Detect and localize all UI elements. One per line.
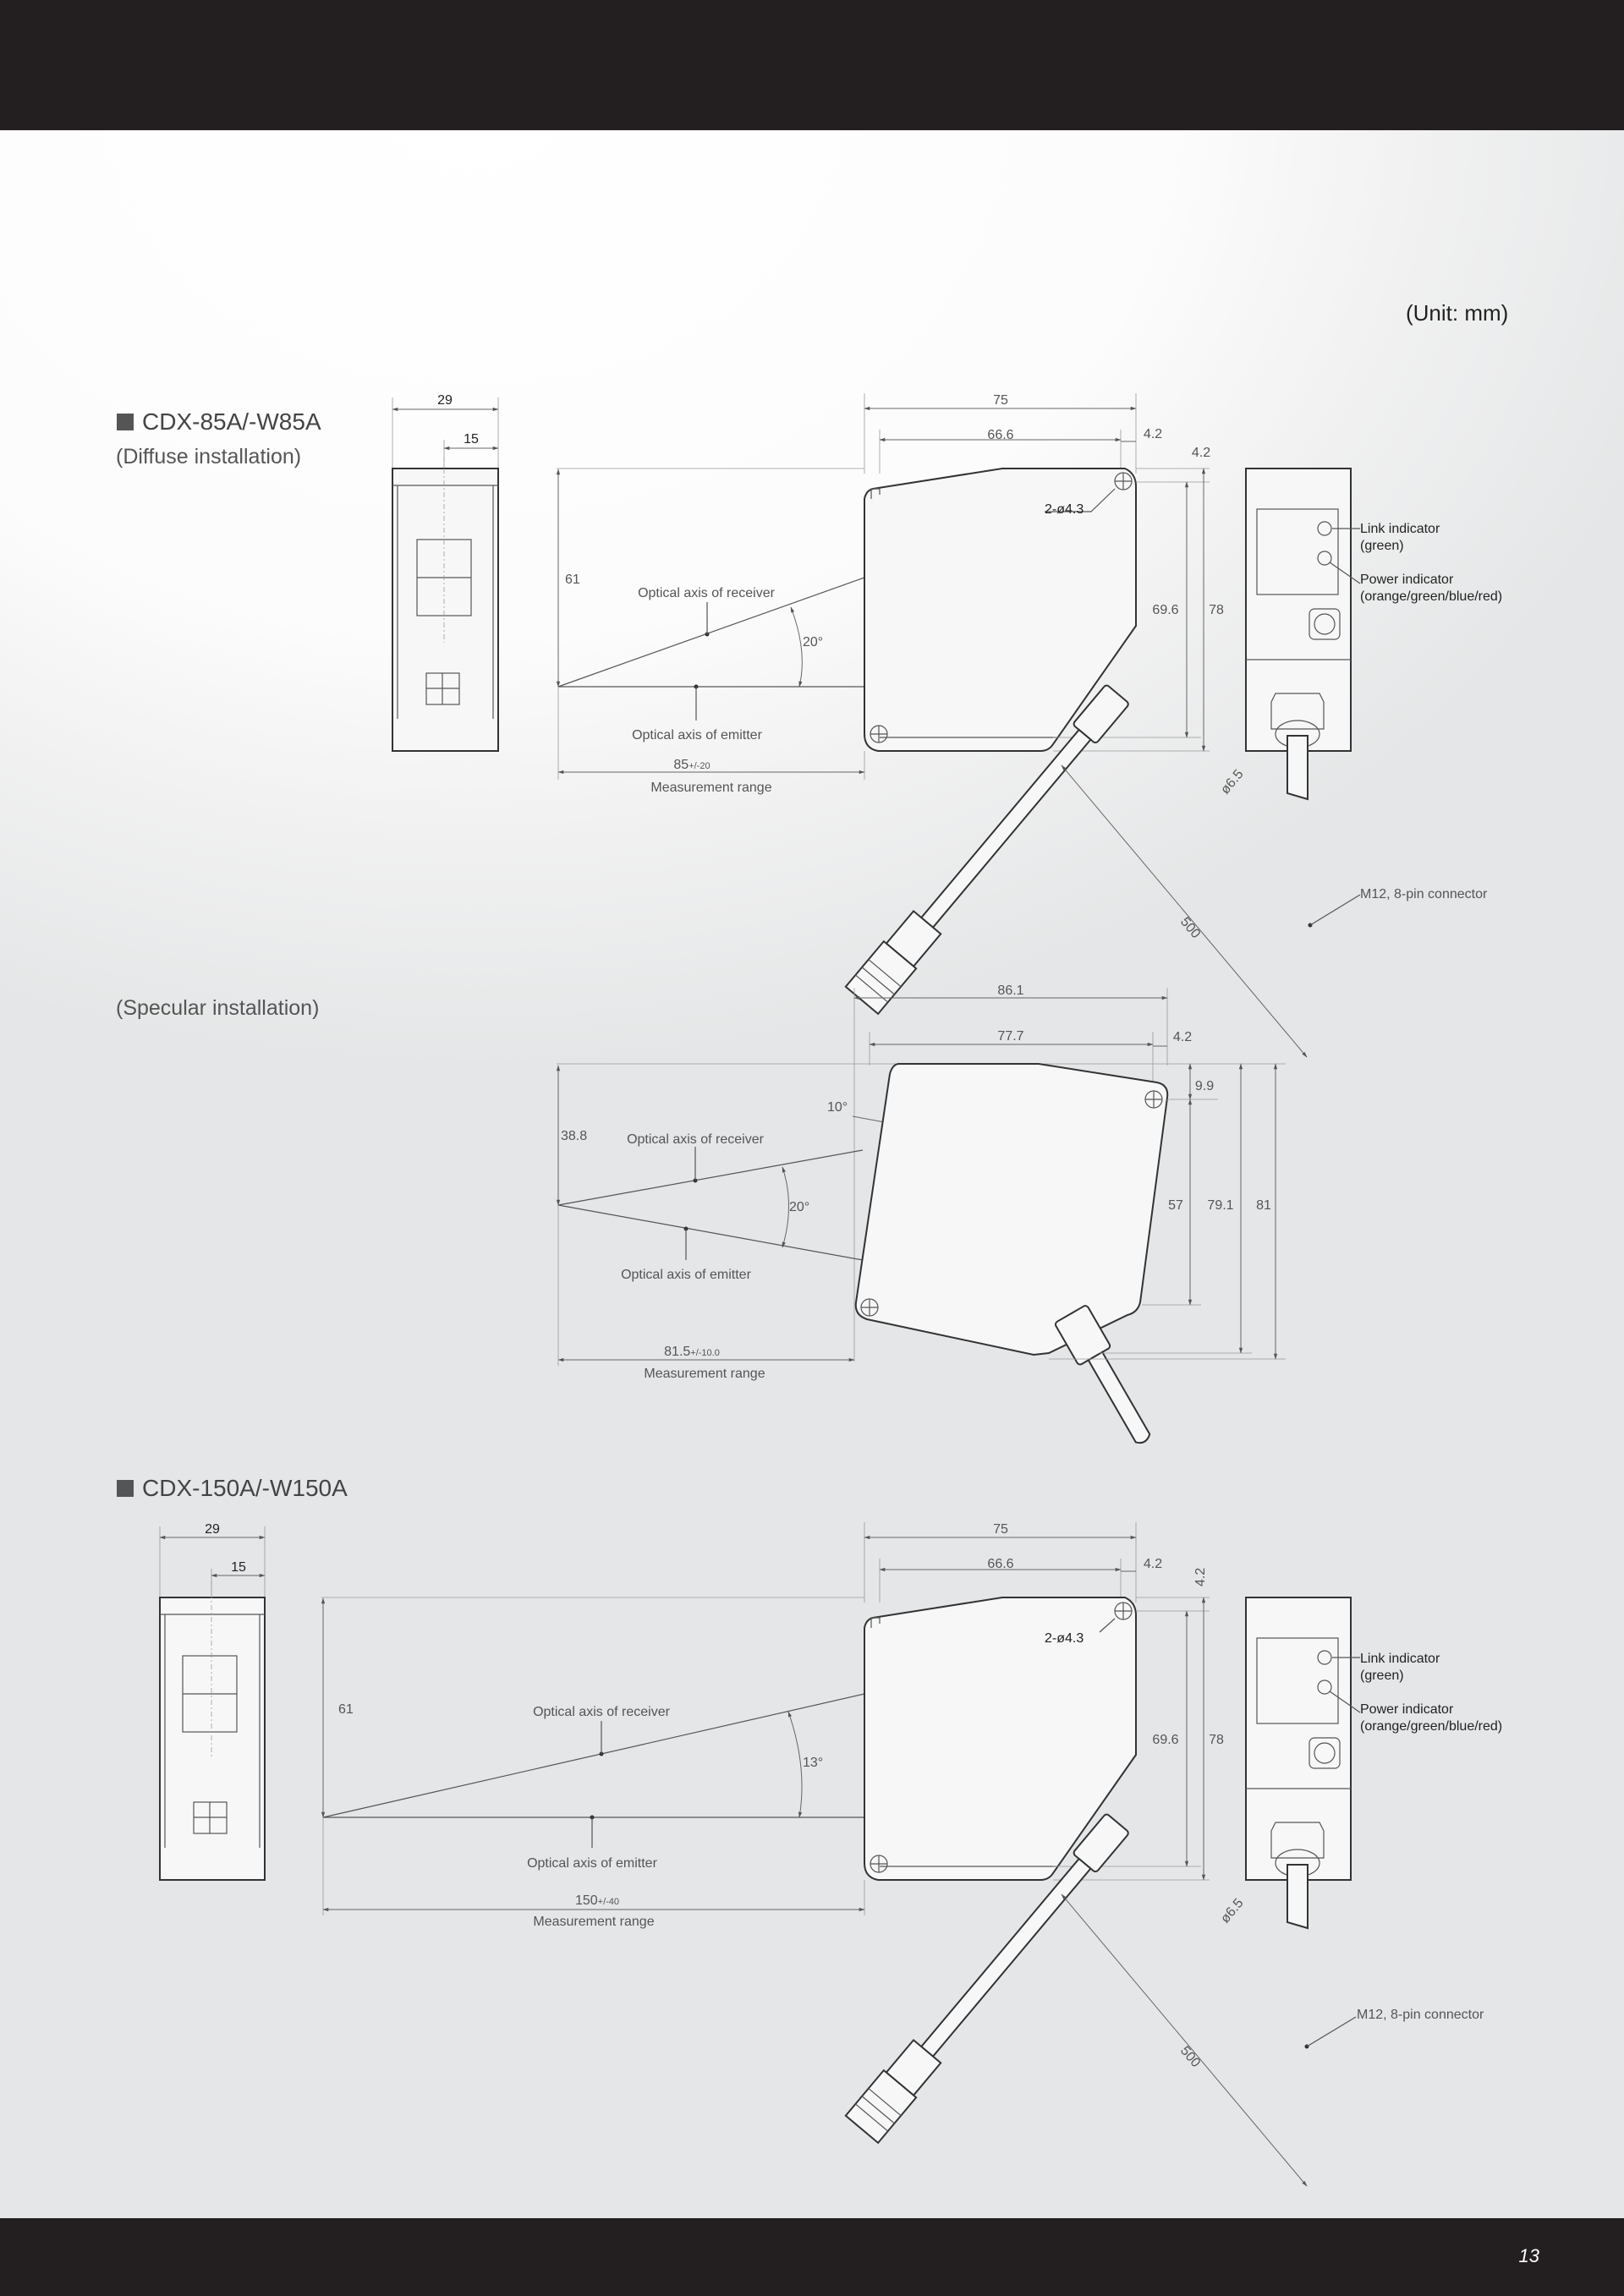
power-indicator-label: Power indicator <box>1360 573 1454 587</box>
range-value-spec: 81.5+/-10.0 <box>664 1345 720 1359</box>
link-indicator-label-150: Link indicator <box>1360 1652 1440 1666</box>
angle-20-spec: 20° <box>789 1200 809 1214</box>
receiver-axis-label: Optical axis of receiver <box>638 586 776 600</box>
dim-78-150: 78 <box>1209 1733 1224 1747</box>
cdx150-drawing: 29 15 61 13° Optical axis of receiver <box>159 1522 1502 2187</box>
dim-4-2-h: 4.2 <box>1144 427 1162 441</box>
angle-20: 20° <box>803 635 823 649</box>
sensor-front-view-150: 75 66.6 4.2 4.2 2-ø4.3 69.6 78 <box>844 1522 1484 2187</box>
emitter-axis-label: Optical axis of emitter <box>632 728 763 743</box>
cable-assembly-150 <box>844 1813 1129 2145</box>
dim-75-150: 75 <box>993 1522 1008 1537</box>
dim-69-6: 69.6 <box>1152 603 1178 617</box>
range-value: 85+/-20 <box>673 758 710 772</box>
footer-band <box>0 2218 1624 2296</box>
specular-cable <box>1054 1305 1151 1444</box>
page-number: 13 <box>1518 2245 1539 2266</box>
diffuse-installation-label: (Diffuse installation) <box>116 445 302 469</box>
sensor-front-view: 75 66.6 4.2 4.2 2-ø4.3 69.6 78 <box>844 393 1488 1058</box>
dim-79-1: 79.1 <box>1207 1198 1233 1213</box>
dim-75: 75 <box>993 393 1008 408</box>
specular-drawing: 86.1 77.7 4.2 38.8 20° Optical axis of r… <box>556 984 1286 1444</box>
bullet-square-icon <box>117 1480 134 1497</box>
cable-diameter-150: ø6.5 <box>1218 1896 1247 1926</box>
mounting-holes: 2-ø4.3 <box>1045 502 1084 517</box>
dim-38-8: 38.8 <box>561 1129 587 1143</box>
dim-78: 78 <box>1209 603 1224 617</box>
section-title-cdx85: CDX-85A/-W85A <box>117 408 321 436</box>
power-indicator-icon <box>1317 1680 1332 1695</box>
cable-length-150: 500 <box>1177 2044 1203 2070</box>
specular-installation-label: (Specular installation) <box>116 996 320 1020</box>
section-title-cdx150: CDX-150A/-W150A <box>117 1475 348 1502</box>
dim-29: 29 <box>437 393 453 408</box>
connector-label-150: M12, 8-pin connector <box>1357 2008 1484 2022</box>
power-indicator-label-150: Power indicator <box>1360 1702 1454 1717</box>
side-view-150: 29 15 <box>159 1522 266 1881</box>
mounting-holes-150: 2-ø4.3 <box>1045 1631 1084 1646</box>
diffuse-beam: 61 20° Optical axis of receiver Optical … <box>556 468 865 795</box>
dim-15: 15 <box>464 432 479 447</box>
emitter-axis-label-spec: Optical axis of emitter <box>621 1268 752 1282</box>
dim-57: 57 <box>1168 1198 1183 1213</box>
section-title-text: CDX-150A/-W150A <box>142 1475 348 1501</box>
dim-61: 61 <box>565 573 580 587</box>
link-indicator-color: (green) <box>1360 539 1404 553</box>
range-label-spec: Measurement range <box>644 1367 765 1381</box>
dim-81: 81 <box>1256 1198 1271 1213</box>
dim-69-6-150: 69.6 <box>1152 1733 1178 1747</box>
dim-4-2-h-150: 4.2 <box>1144 1557 1162 1571</box>
link-indicator-color-150: (green) <box>1360 1669 1404 1683</box>
dim-86-1: 86.1 <box>997 984 1023 998</box>
header-band <box>0 0 1624 130</box>
side-view: 29 15 <box>392 393 499 752</box>
power-indicator-icon <box>1317 551 1332 566</box>
bullet-square-icon <box>117 414 134 430</box>
cable-length: 500 <box>1177 915 1203 941</box>
link-indicator-label: Link indicator <box>1360 522 1440 536</box>
beam-150: 61 13° Optical axis of receiver Optical … <box>321 1597 865 1929</box>
sensor-back-view: Link indicator (green) Power indicator (… <box>1245 468 1502 801</box>
cable-diameter: ø6.5 <box>1218 767 1247 797</box>
receiver-axis-label-spec: Optical axis of receiver <box>627 1132 765 1147</box>
dim-9-9: 9.9 <box>1195 1079 1214 1093</box>
receiver-axis-label-150: Optical axis of receiver <box>533 1705 671 1719</box>
range-label: Measurement range <box>650 781 771 795</box>
link-indicator-icon <box>1317 1650 1332 1665</box>
unit-label: (Unit: mm) <box>1406 300 1509 326</box>
dim-61-150: 61 <box>338 1702 354 1717</box>
connector-label: M12, 8-pin connector <box>1360 887 1488 901</box>
link-indicator-icon <box>1317 521 1332 536</box>
dim-66-6-150: 66.6 <box>987 1557 1013 1571</box>
section-title-text: CDX-85A/-W85A <box>142 408 321 435</box>
power-indicator-color-150: (orange/green/blue/red) <box>1360 1719 1502 1734</box>
sensor-back-view-150: Link indicator (green) Power indicator (… <box>1245 1597 1502 1930</box>
angle-13: 13° <box>803 1756 823 1770</box>
tilt-angle: 10° <box>827 1100 848 1115</box>
dim-77-7: 77.7 <box>997 1029 1023 1044</box>
dim-15-150: 15 <box>231 1560 246 1575</box>
range-label-150: Measurement range <box>533 1915 654 1929</box>
dim-4-2-v-150: 4.2 <box>1193 1568 1208 1586</box>
dim-29-150: 29 <box>205 1522 220 1537</box>
power-indicator-color: (orange/green/blue/red) <box>1360 589 1502 604</box>
emitter-axis-label-150: Optical axis of emitter <box>527 1856 658 1871</box>
dim-4-2-spec: 4.2 <box>1173 1030 1192 1044</box>
diffuse-drawing: 29 15 61 20° Optical axis of receiver <box>392 393 1502 1058</box>
range-value-150: 150+/-40 <box>575 1893 619 1908</box>
dim-4-2-v: 4.2 <box>1192 446 1210 460</box>
dim-66-6: 66.6 <box>987 428 1013 442</box>
